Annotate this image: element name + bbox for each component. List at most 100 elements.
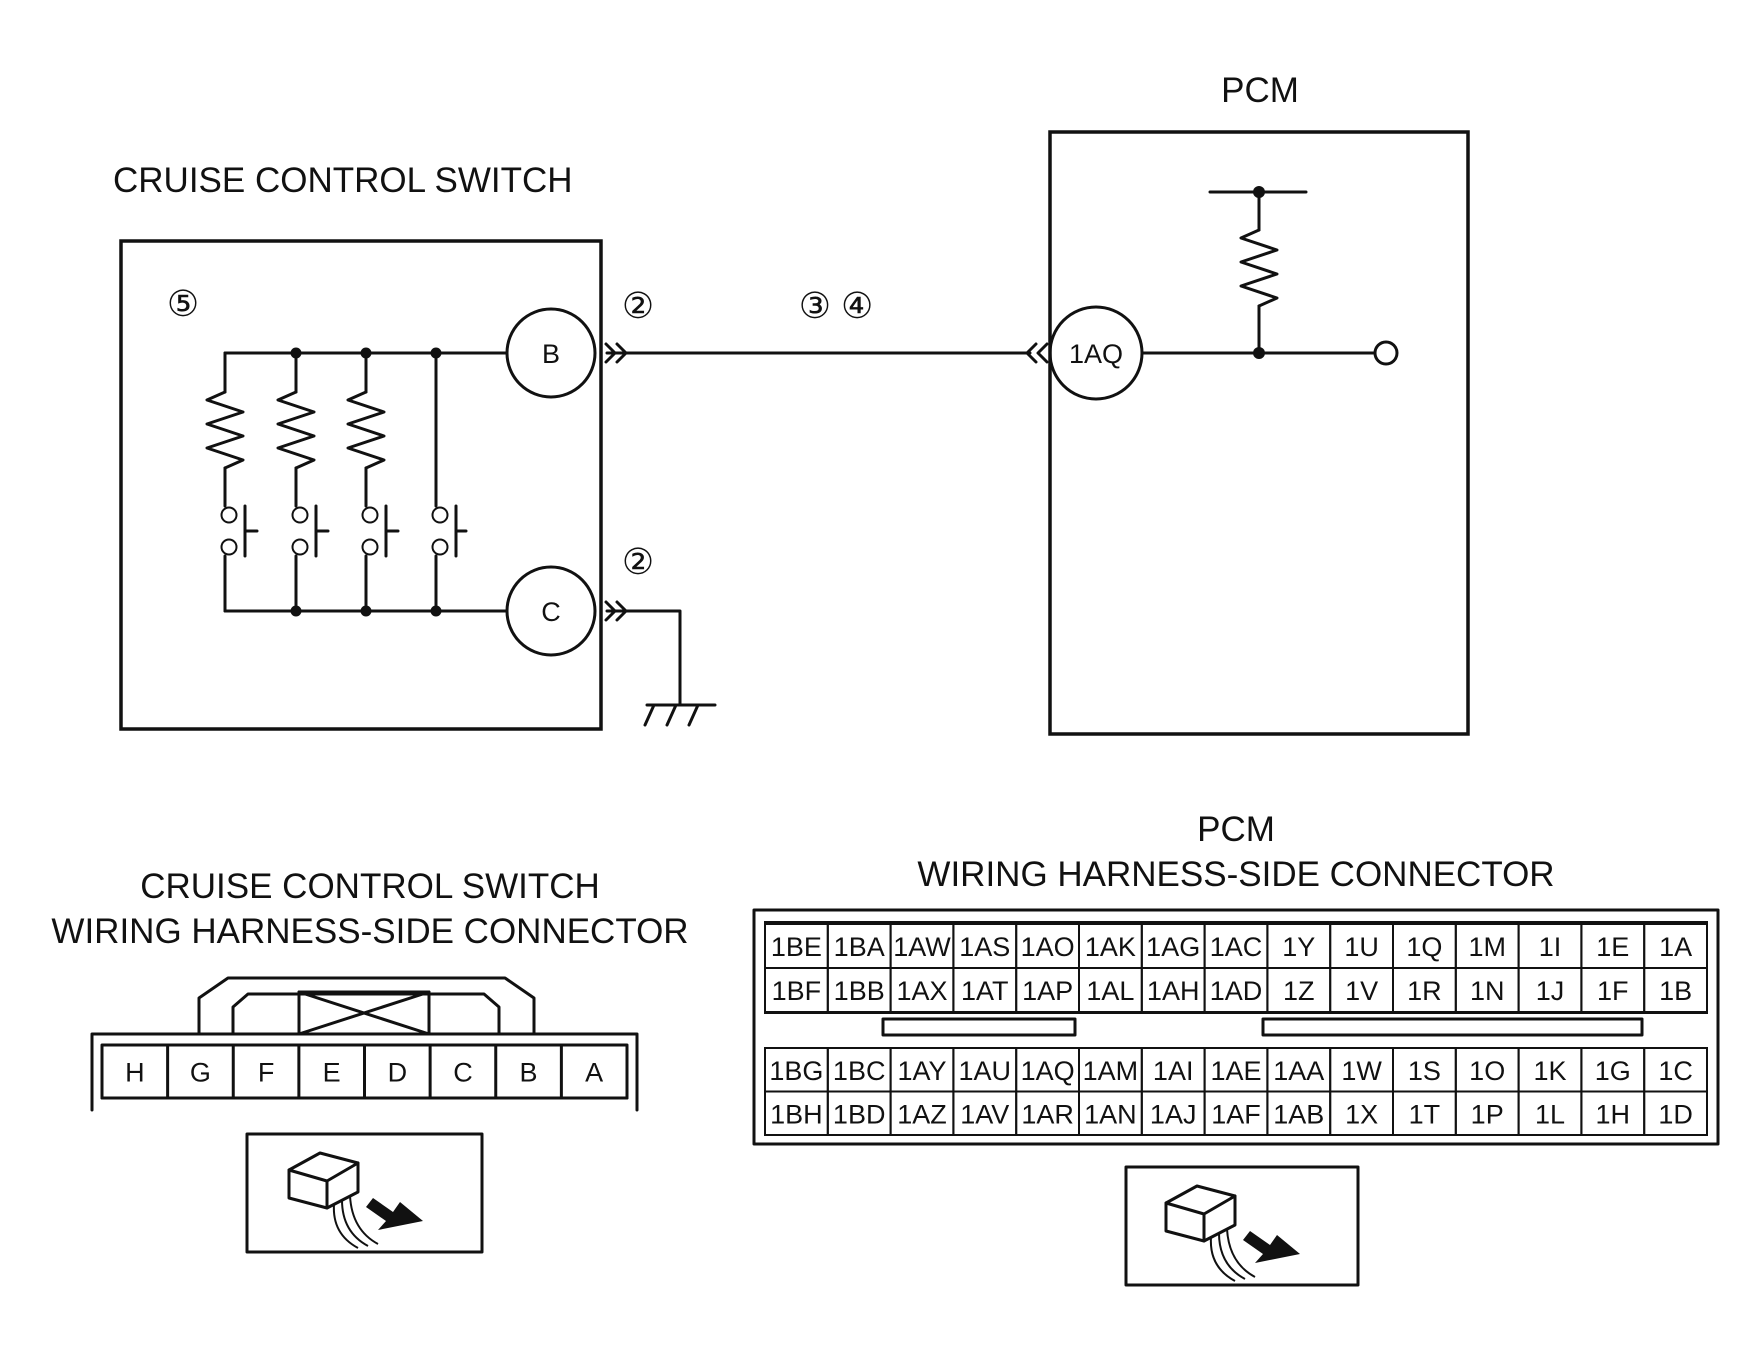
pcm-connector-pins: 1BE 1BA 1AW 1AS 1AO 1AK 1AG 1AC 1Y 1U 1Q 1M 1I 1E 1A 1B… xyxy=(764,923,1708,1136)
pcm-pin-label: 1D xyxy=(1658,1099,1693,1129)
pcm-pin-label: 1W xyxy=(1341,1056,1382,1086)
pcm-pin-label: 1N xyxy=(1470,976,1505,1006)
pcm-key-slot-right xyxy=(1261,1017,1644,1037)
pcm-pin-label: 1AP xyxy=(1022,976,1073,1006)
pcm-pin-label: 1AV xyxy=(960,1099,1009,1129)
harness-side-view-icon-pcm xyxy=(1124,1165,1360,1287)
pcm-pin-label: 1L xyxy=(1535,1099,1565,1129)
callout-2-b: ② xyxy=(622,285,654,326)
pcm-pin-label: 1S xyxy=(1408,1056,1441,1086)
pcm-pin-label: 1AQ xyxy=(1021,1056,1075,1086)
switch-branch-1 xyxy=(205,351,259,613)
pcm-key-slot-left xyxy=(881,1017,1077,1037)
switch-branch-4 xyxy=(431,351,468,613)
pcm-pin-label: 1AA xyxy=(1273,1056,1324,1086)
pcm-pin-label: 1AW xyxy=(893,932,951,962)
pcm-pin-label: 1A xyxy=(1659,932,1692,962)
pull-up-resistor xyxy=(1239,228,1279,308)
pcm-pin-label: 1F xyxy=(1597,976,1629,1006)
pcm-pin-label: 1AC xyxy=(1210,932,1263,962)
pcm-pin-label: 1T xyxy=(1409,1099,1441,1129)
pcm-pin-label: 1Z xyxy=(1283,976,1315,1006)
pcm-pin-label: 1BB xyxy=(834,976,885,1006)
switch-pin-label: A xyxy=(585,1058,603,1088)
switch-pin-label: H xyxy=(125,1058,145,1088)
pcm-pin-label: 1AM xyxy=(1083,1056,1139,1086)
pcm-pin-label: 1AY xyxy=(897,1056,946,1086)
pcm-pin-label: 1G xyxy=(1595,1056,1631,1086)
pcm-pin-label: 1AE xyxy=(1210,1056,1261,1086)
pcm-pin-label: 1B xyxy=(1659,976,1692,1006)
switch-connector-title-1: CRUISE CONTROL SWITCH xyxy=(140,867,600,906)
cruise-switch-title: CRUISE CONTROL SWITCH xyxy=(113,161,573,200)
callout-2-c: ② xyxy=(622,541,654,582)
pcm-pin-cell xyxy=(1643,1090,1708,1136)
pcm-pin-label: 1AJ xyxy=(1150,1099,1197,1129)
pcm-pin-label: 1AG xyxy=(1146,932,1200,962)
terminal-b: B xyxy=(505,307,597,399)
pcm-pin-label: 1U xyxy=(1344,932,1379,962)
terminal-c: C xyxy=(505,565,597,657)
pcm-pin-label: 1BE xyxy=(771,932,822,962)
pcm-pin-label: 1AX xyxy=(896,976,947,1006)
callout-3-4: ③ ④ xyxy=(799,285,874,326)
pcm-pin-label: 1C xyxy=(1658,1056,1693,1086)
pcm-pin-label: 1AN xyxy=(1084,1099,1137,1129)
pcm-pin-label: 1X xyxy=(1345,1099,1378,1129)
pcm-pin-label: 1BC xyxy=(833,1056,886,1086)
pcm-input-terminal xyxy=(1373,340,1399,366)
cruise-switch-schematic: CRUISE CONTROL SWITCH ⑤ xyxy=(113,161,654,731)
pcm-schematic: PCM 1AQ xyxy=(1048,71,1470,736)
pcm-pin-label: 1I xyxy=(1539,932,1562,962)
switch-branch-3 xyxy=(346,351,400,613)
pcm-pin-label: 1AB xyxy=(1273,1099,1324,1129)
pcm-pin-label: 1BH xyxy=(770,1099,823,1129)
pcm-pin-label: 1AR xyxy=(1021,1099,1074,1129)
switch-connector-section: CRUISE CONTROL SWITCH WIRING HARNESS-SID… xyxy=(51,867,689,1254)
pcm-pin-label: 1AS xyxy=(959,932,1010,962)
switch-pin-label: G xyxy=(190,1058,211,1088)
pcm-pin-label: 1Q xyxy=(1406,932,1442,962)
cruise-switch-box xyxy=(119,239,603,731)
callout-5: ⑤ xyxy=(167,283,199,324)
svg-text:1AQ: 1AQ xyxy=(1069,339,1123,369)
switch-pin-label: C xyxy=(453,1058,473,1088)
pcm-pin-label: 1AL xyxy=(1086,976,1134,1006)
pcm-pin-label: 1Y xyxy=(1282,932,1315,962)
svg-text:C: C xyxy=(541,597,561,627)
pcm-pin-label: 1BD xyxy=(833,1099,886,1129)
pcm-connector-title-1: PCM xyxy=(1197,810,1275,849)
pcm-pin-label: 1J xyxy=(1536,976,1565,1006)
switch-pin-label: D xyxy=(388,1058,408,1088)
pcm-connector-section: PCM WIRING HARNESS-SIDE CONNECTOR 1BE 1BA… xyxy=(752,810,1720,1287)
pcm-connector-title-2: WIRING HARNESS-SIDE CONNECTOR xyxy=(917,855,1554,894)
pcm-pin-label: 1AI xyxy=(1153,1056,1194,1086)
pcm-pin-label: 1O xyxy=(1469,1056,1505,1086)
pcm-pin-label: 1V xyxy=(1345,976,1378,1006)
pcm-pin-label: 1R xyxy=(1407,976,1442,1006)
pcm-pin-label: 1AZ xyxy=(897,1099,947,1129)
pcm-pin-label: 1AT xyxy=(961,976,1009,1006)
pcm-pin-label: 1P xyxy=(1471,1099,1504,1129)
pcm-connector-outer xyxy=(752,908,1720,1146)
pcm-pin-label: 1BG xyxy=(769,1056,823,1086)
pcm-pin-cell xyxy=(1643,967,1708,1013)
terminal-1aq: 1AQ xyxy=(1048,305,1144,401)
switch-pin-label: F xyxy=(258,1058,275,1088)
pcm-pin-label: 1M xyxy=(1468,932,1506,962)
harness-side-view-icon-switch xyxy=(245,1132,484,1254)
ground-wire xyxy=(604,600,717,727)
pcm-pin-label: 1AO xyxy=(1021,932,1075,962)
pcm-pin-label: 1AK xyxy=(1085,932,1136,962)
pcm-box xyxy=(1048,130,1470,736)
pcm-pin-label: 1AH xyxy=(1147,976,1200,1006)
switch-pin-label: B xyxy=(520,1058,538,1088)
pcm-title: PCM xyxy=(1221,71,1299,110)
pcm-pin-label: 1AF xyxy=(1211,1099,1261,1129)
pcm-pin-label: 1BA xyxy=(834,932,885,962)
pcm-pin-label: 1H xyxy=(1596,1099,1631,1129)
signal-wire: ③ ④ xyxy=(604,285,1049,364)
pcm-pin-label: 1E xyxy=(1596,932,1629,962)
